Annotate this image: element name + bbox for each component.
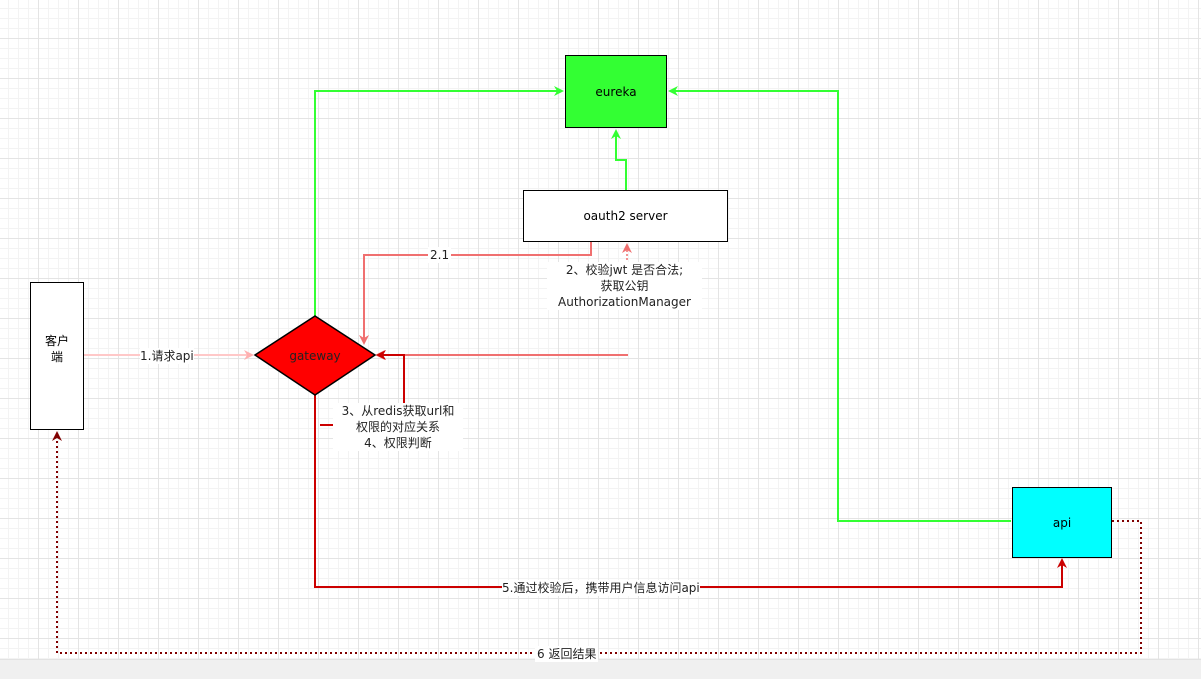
edge-label-step6: 6 返回结果 bbox=[535, 646, 599, 662]
client-node[interactable]: 客户 端 bbox=[30, 282, 84, 430]
edge-label-step2-line2: 获取公钥 bbox=[600, 279, 649, 293]
edge-label-step2: 2、校验jwt 是否合法; 获取公钥 AuthorizationManager bbox=[547, 262, 702, 310]
edge-2-1 bbox=[359, 242, 592, 345]
edge-label-step2-line1: 2、校验jwt 是否合法; bbox=[565, 263, 684, 277]
edge-oauth2-eureka bbox=[611, 129, 627, 191]
edge-api-eureka bbox=[668, 86, 1011, 522]
edge-label-step2-1: 2.1 bbox=[428, 247, 452, 263]
gateway-label: gateway bbox=[289, 349, 340, 363]
client-label-line1: 客户 bbox=[44, 334, 69, 348]
edge-label-step3-line2: 权限的对应关系 bbox=[355, 420, 440, 434]
edge-api-client bbox=[52, 431, 1142, 654]
eureka-label: eureka bbox=[595, 84, 637, 99]
edge-label-step4-line: 4、权限判断 bbox=[364, 436, 432, 450]
edge-gateway-eureka bbox=[314, 86, 564, 317]
oauth2-server-label: oauth2 server bbox=[583, 209, 668, 223]
client-label-line2: 端 bbox=[50, 350, 63, 364]
oauth2-server-node[interactable]: oauth2 server bbox=[523, 190, 728, 242]
edge-oauth2-gateway bbox=[375, 350, 628, 360]
edge-label-step3-4: 3、从redis获取url和 权限的对应关系 4、权限判断 bbox=[333, 403, 463, 451]
edge-label-step3-line1: 3、从redis获取url和 bbox=[341, 404, 455, 418]
gateway-diamond[interactable] bbox=[253, 315, 377, 396]
edge-label-step2-line3: AuthorizationManager bbox=[558, 295, 691, 309]
api-label: api bbox=[1052, 515, 1072, 530]
bottom-scrollbar[interactable] bbox=[0, 659, 1201, 679]
eureka-node[interactable]: eureka bbox=[565, 55, 667, 128]
edge-label-step1: 1.请求api bbox=[140, 348, 194, 364]
api-node[interactable]: api bbox=[1012, 487, 1112, 558]
edge-label-step5: 5.通过校验后，携带用户信息访问api bbox=[502, 580, 700, 596]
